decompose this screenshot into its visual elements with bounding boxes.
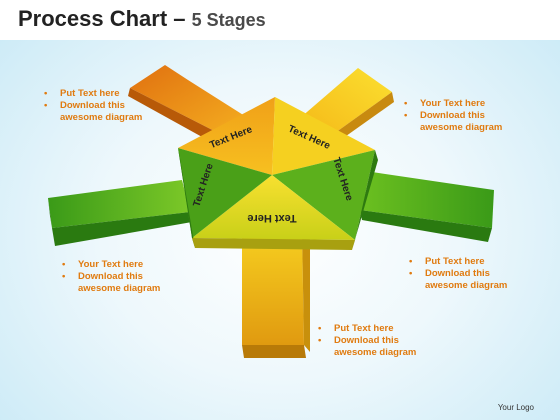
arrow-top-right xyxy=(300,68,394,146)
arrow-right xyxy=(360,172,494,242)
callout-item: Download this awesome diagram xyxy=(42,100,162,124)
segment-top-left xyxy=(178,97,275,175)
segment-bottom xyxy=(192,175,355,240)
callout-bottom: Put Text here Download this awesome diag… xyxy=(316,323,436,359)
callout-top-right: Your Text here Download this awesome dia… xyxy=(402,98,522,134)
stage-label-4: Text Here xyxy=(247,212,296,224)
callout-item: Your Text here xyxy=(402,98,522,110)
segment-left xyxy=(178,148,272,238)
title-sub: 5 Stages xyxy=(191,10,266,30)
title-main: Process Chart – xyxy=(18,6,192,31)
callout-item: Download this awesome diagram xyxy=(402,110,522,134)
segment-top-right xyxy=(272,97,375,175)
callout-left: Your Text here Download this awesome dia… xyxy=(60,259,180,295)
arrow-bottom xyxy=(242,230,310,358)
segment-right xyxy=(272,150,375,240)
callout-top-left: Put Text here Download this awesome diag… xyxy=(42,88,162,124)
callout-item: Put Text here xyxy=(316,323,436,335)
callout-item: Put Text here xyxy=(42,88,162,100)
logo-placeholder: Your Logo xyxy=(497,403,534,412)
arrow-left xyxy=(48,180,192,246)
callout-item: Your Text here xyxy=(60,259,180,271)
center-hub xyxy=(178,97,378,250)
title-bar: Process Chart – 5 Stages xyxy=(0,0,560,40)
callout-item: Download this awesome diagram xyxy=(316,335,436,359)
callout-item: Put Text here xyxy=(407,256,527,268)
callout-right: Put Text here Download this awesome diag… xyxy=(407,256,527,292)
callout-item: Download this awesome diagram xyxy=(60,271,180,295)
callout-item: Download this awesome diagram xyxy=(407,268,527,292)
page-title: Process Chart – 5 Stages xyxy=(18,6,266,32)
